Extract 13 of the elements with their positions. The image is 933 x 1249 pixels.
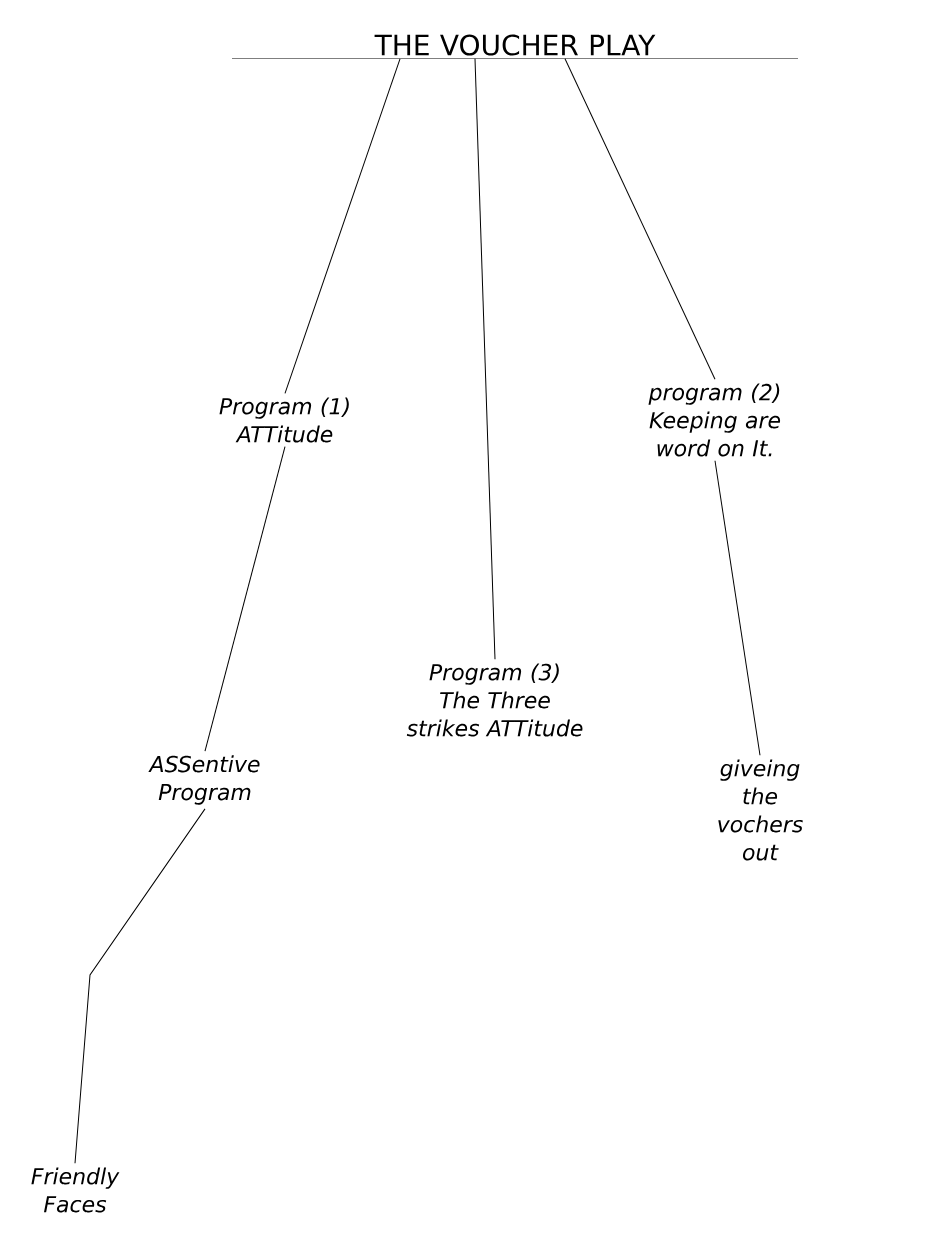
handwritten-label: ASSentive Program	[148, 755, 260, 805]
handwritten-label: Program (3) The Three strikes ATTitude	[406, 663, 583, 737]
connector-line	[204, 446, 286, 752]
connector-line	[564, 58, 716, 380]
handwritten-label: Friendly Faces	[31, 1167, 120, 1213]
title-heading: THE VOUCHER PLAY	[232, 34, 798, 59]
connector-line	[74, 808, 206, 1164]
connector-line	[714, 460, 761, 756]
handwritten-label: Program (1) ATTitude	[219, 397, 349, 443]
connector-line	[284, 58, 401, 394]
handwritten-label: giveing the vochers out	[718, 759, 803, 861]
connector-line	[474, 58, 496, 660]
handwritten-label: program (2) Keeping are word on It.	[648, 383, 781, 457]
